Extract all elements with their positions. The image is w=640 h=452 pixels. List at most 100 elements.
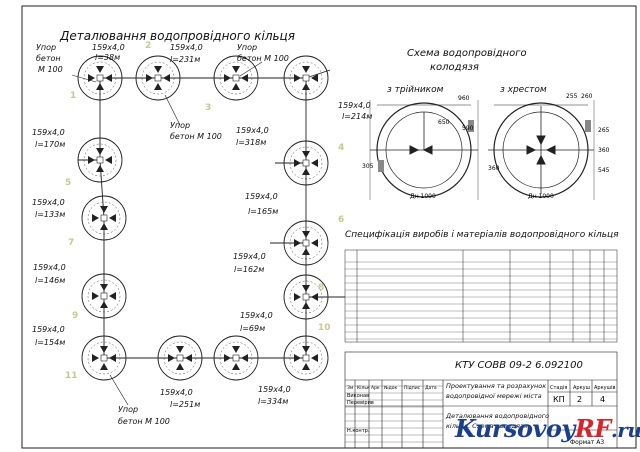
well [213,55,259,101]
pipe-label-d: 159x4,0 [32,128,65,137]
well-number: 2 [145,41,151,51]
pipe-network [78,69,345,359]
support-label: М 100 [38,65,63,74]
well [81,273,127,319]
left-title: Деталювання водопровідного кільця [59,29,295,43]
support-label: бетон М 100 [118,417,170,426]
well-number: 3 [205,103,211,113]
stage-value: КП [553,395,565,404]
scheme-cross-label: з хрестом [500,85,547,95]
watermark-part3: .ru [610,418,640,442]
scheme-cross [488,100,595,200]
svg-text:Дн 1000: Дн 1000 [528,193,554,200]
pipe-label-d: 159x4,0 [92,43,125,52]
pipe-label-d: 159x4,0 [160,388,193,397]
svg-text:265: 265 [598,127,610,134]
stamp-header: Зм [347,385,353,391]
scheme-tee-label: з трійником [387,85,444,95]
pipe-label-d: 159x4,0 [32,325,65,334]
svg-text:960: 960 [458,95,470,102]
pipe-label-l: l=334м [258,397,288,406]
pipe-label-d: 159x4,0 [245,192,278,201]
well [135,55,181,101]
pipe-labels: 159x4,0 l=38м 159x4,0 l=231м 159x4,0 l=2… [32,43,372,409]
pipe-label-l: l=146м [35,276,65,285]
pipe-label-d: 159x4,0 [236,126,269,135]
well [283,335,329,381]
svg-text:255: 255 [566,93,578,100]
format-label: Формат А3 [570,439,604,446]
well [77,137,123,183]
svg-text:360: 360 [488,165,500,172]
stamp-header: Дата [425,385,437,391]
sheets-header: Аркушів [594,385,616,391]
pipe-label-l: l=69м [240,324,265,333]
well-number: 6 [338,215,344,225]
stamp-header: Арк [371,385,380,391]
scheme-tee [369,100,479,200]
pipe-label-l: l=318м [236,138,266,147]
sheet-title: Деталювання водопровідного [445,412,549,420]
svg-text:Дн 1000: Дн 1000 [410,193,436,200]
pipe-label-d: 159x4,0 [32,198,65,207]
stamp-role: Н.контр. [347,428,370,434]
stamp-header: Кільк [357,385,370,391]
support-label: Упор [36,43,56,52]
project-title: Проектування та розрахунок [446,382,546,390]
support-label: бетон М 100 [170,132,222,141]
pipe-label-l: l=162м [234,265,264,274]
spec-table [344,249,618,343]
pipe-label-l: l=231м [170,55,200,64]
well-number: 4 [338,143,344,153]
stamp-role: Перевірив [347,400,374,406]
spec-title: Специфікація виробів і матеріалів водопр… [345,230,619,240]
project-title: водопровідної мережі міста [446,392,542,400]
pipe-label-d: 159x4,0 [33,263,66,272]
scheme-title: Схема водопровідного [407,47,527,59]
svg-text:305: 305 [362,163,374,170]
well [77,55,123,101]
pipe-label-l: l=165м [248,207,278,216]
title-block [344,351,618,449]
support-label: Упор [170,121,190,130]
sheet-value: 2 [577,395,582,404]
stamp-code: КТУ СОВВ 09-2 6.092100 [455,360,583,371]
pipe-label-l: l=154м [35,338,65,347]
support-labels: Упор бетон М 100 Упор бетон М 100 Упор б… [36,43,289,426]
pipe-label-l: l=38м [95,53,120,62]
stamp-header: №док [384,385,398,391]
stamp-header: Підпис [404,385,421,391]
svg-text:360: 360 [598,147,610,154]
well [81,195,127,241]
well [283,55,329,101]
sheet-title: кільця. Схема колодязя [446,422,527,430]
stamp-text: Зм Кільк Арк №док Підпис Дата Виконав Пе… [347,382,616,446]
pipe-label-d: 159x4,0 [170,43,203,52]
watermark-part1: Kursovoy [455,414,575,443]
well-number: 10 [318,323,331,333]
well [81,335,127,381]
pipe-label-d: 159x4,0 [338,101,371,110]
pipe-label-d: 159x4,0 [258,385,291,394]
support-label: бетон М 100 [237,54,289,63]
scheme-title-2: колодязя [430,62,479,73]
pipe-label-d: 159x4,0 [233,252,266,261]
scheme-dims: 960 650 305 360 590 Дн 1000 255 260 265 … [362,93,610,200]
well-number: 1 [70,91,76,101]
drawing-frame [21,5,637,449]
svg-text:650: 650 [438,119,450,126]
well-number: 11 [65,371,78,381]
well-number: 9 [72,311,78,321]
well-number: 5 [65,178,71,188]
support-label: Упор [118,405,138,414]
stage-header: Стадія [550,385,567,391]
sheets-value: 4 [600,395,605,404]
well [283,140,329,186]
svg-text:260: 260 [581,93,593,100]
pipe-label-l: l=214м [342,112,372,121]
pipe-label-l: l=133м [35,210,65,219]
stamp-role: Виконав [347,393,369,399]
well-number: 8 [318,283,324,293]
